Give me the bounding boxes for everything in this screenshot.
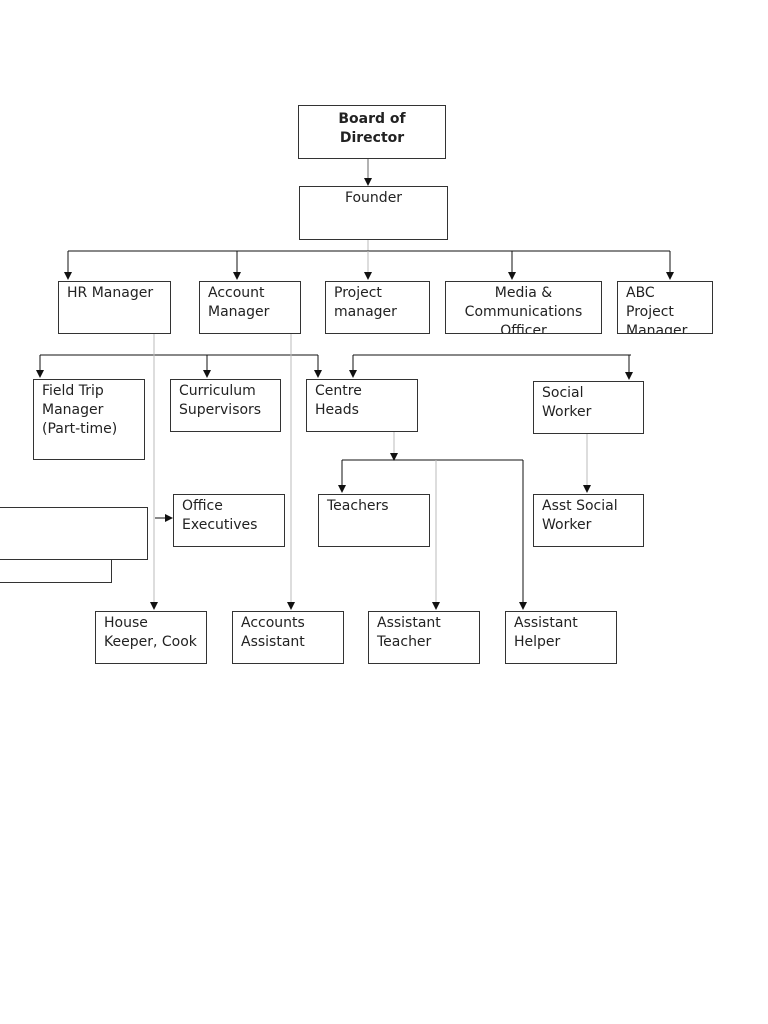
label-abc-project-manager: ABC Project Manager — [626, 285, 688, 334]
box-office-executives: Office Executives — [173, 494, 285, 547]
label-office-executives: Office Executives — [182, 498, 258, 533]
label-project-manager: Project manager — [334, 285, 397, 320]
label-assistant-helper: Assistant Helper — [514, 615, 578, 650]
box-accounts-assistant: Accounts Assistant — [232, 611, 344, 664]
label-social-worker: Social Worker — [542, 385, 592, 420]
box-curriculum-supervisors: Curriculum Supervisors — [170, 379, 281, 432]
label-media-officer: Media & Communications Officer — [464, 285, 583, 334]
box-project-manager: Project manager — [325, 281, 430, 334]
label-asst-social-worker: Asst Social Worker — [542, 498, 618, 533]
box-centre-heads: Centre Heads — [306, 379, 418, 432]
label-centre-heads: Centre Heads — [315, 383, 362, 418]
box-abc-project-manager: ABC Project Manager — [617, 281, 713, 334]
label-board-of-director: Board of Director — [338, 111, 406, 146]
box-asst-social-worker: Asst Social Worker — [533, 494, 644, 547]
label-house-keeper: House Keeper, Cook — [104, 615, 197, 650]
label-field-trip-manager: Field Trip Manager (Part-time) — [42, 383, 118, 437]
box-social-worker: Social Worker — [533, 381, 644, 434]
box-founder: Founder — [299, 186, 448, 240]
box-media-officer: Media & Communications Officer — [445, 281, 602, 334]
box-assistant-helper: Assistant Helper — [505, 611, 617, 664]
label-curriculum-supervisors: Curriculum Supervisors — [179, 383, 262, 418]
box-field-trip-manager: Field Trip Manager (Part-time) — [33, 379, 145, 460]
label-founder: Founder — [344, 190, 403, 206]
box-account-manager: Account Manager — [199, 281, 301, 334]
box-blank-large — [0, 507, 148, 560]
label-assistant-teacher: Assistant Teacher — [377, 615, 441, 650]
box-house-keeper: House Keeper, Cook — [95, 611, 207, 664]
label-accounts-assistant: Accounts Assistant — [241, 615, 305, 650]
box-hr-manager: HR Manager — [58, 281, 171, 334]
label-account-manager: Account Manager — [208, 285, 270, 320]
label-hr-manager: HR Manager — [67, 285, 154, 301]
label-teachers: Teachers — [327, 498, 389, 514]
box-assistant-teacher: Assistant Teacher — [368, 611, 480, 664]
box-teachers: Teachers — [318, 494, 430, 547]
box-board-of-director: Board of Director — [298, 105, 446, 159]
box-blank-small — [0, 559, 112, 583]
